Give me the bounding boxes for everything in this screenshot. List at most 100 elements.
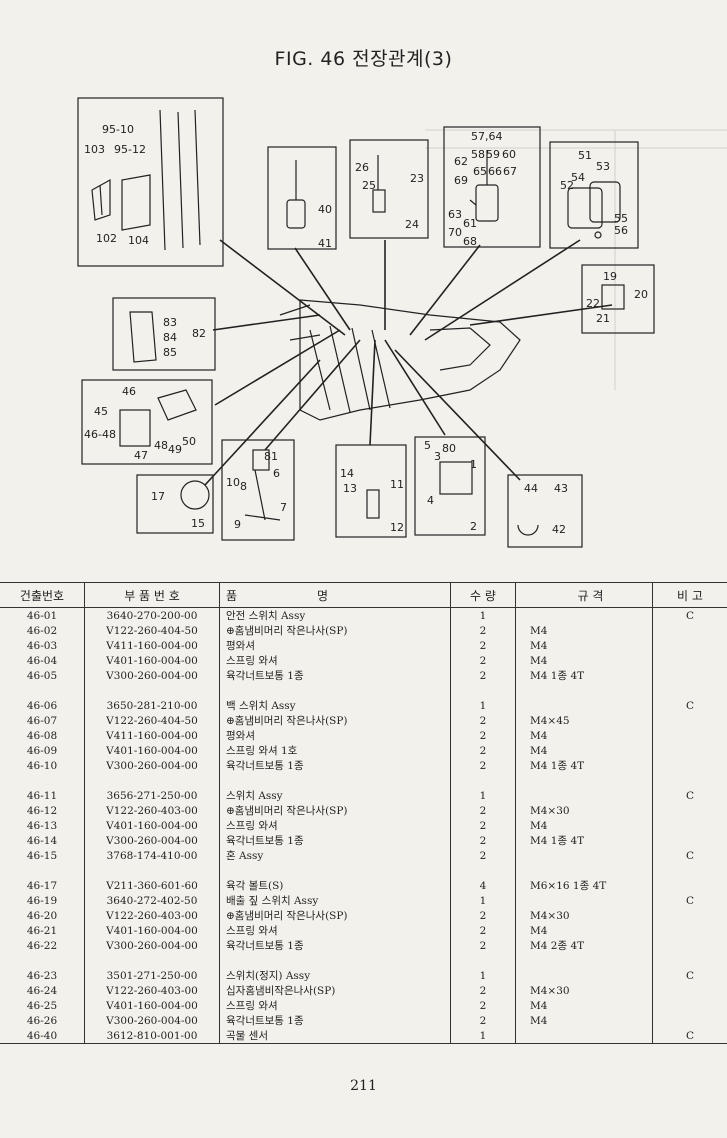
spacer-cell: [652, 863, 727, 878]
callout-label: 9: [234, 518, 241, 531]
inset-box-60: [443, 126, 541, 248]
cell-ref-no: 46-04: [26, 654, 58, 667]
group-spacer: [0, 863, 727, 878]
group-spacer: [0, 953, 727, 968]
cell-quantity: 2: [450, 833, 516, 848]
cell-note: [652, 728, 727, 743]
cell-part-name: ⊕홈냄비머리 작은나사(SP): [219, 908, 451, 923]
cell-spec: M4 2종 4T: [515, 938, 653, 953]
callout-label: 45: [94, 405, 108, 418]
cell-quantity: 2: [450, 1013, 516, 1028]
cell-part-number: 3612-810-001-00: [84, 1028, 220, 1044]
callout-label: 25: [362, 179, 376, 192]
page-number: 211: [350, 1078, 377, 1094]
callout-label: 7: [280, 501, 287, 514]
cell-part-number: V411-160-004-00: [84, 728, 220, 743]
cell-part-name: 곡물 센서: [219, 1028, 451, 1044]
figure-title: FIG. 46 전장관계(3): [274, 48, 453, 70]
cell-spec: [515, 607, 653, 623]
cell-spec: M4: [515, 818, 653, 833]
cell-part-name: 육각너트보통 1종: [219, 833, 451, 848]
cell-spec: [515, 893, 653, 908]
cell-quantity: 1: [450, 607, 516, 623]
cell-quantity: 2: [450, 923, 516, 938]
cell-part-name: 스프링 와셔: [219, 653, 451, 668]
cell-note: [652, 758, 727, 773]
callout-labels-inset-b: 40 41: [318, 203, 332, 250]
cell-note: [652, 833, 727, 848]
callout-label: 67: [503, 165, 517, 178]
callout-labels-inset-g: 83 84 85 82: [163, 316, 206, 359]
callout-label: 53: [596, 160, 610, 173]
cell-note: [652, 983, 727, 998]
cell-quantity: 2: [450, 803, 516, 818]
spacer-cell: [515, 953, 653, 968]
cell-ref-no: 46-07: [26, 714, 58, 727]
cell-part-number: V122-260-404-50: [84, 713, 220, 728]
cell-ref-no: 46-40: [0, 1028, 85, 1044]
callout-label: 52: [560, 179, 574, 192]
inset-box-23: [349, 139, 429, 239]
cell-part-number: V122-260-403-00: [84, 983, 220, 998]
callout-label: 81: [264, 450, 278, 463]
callout-label: 43: [554, 482, 568, 495]
callout-label: 70: [448, 226, 462, 239]
callout-labels-inset-m: 44 43 42: [524, 482, 568, 536]
cell-part-name: 스프링 와셔: [219, 818, 451, 833]
cell-quantity: 2: [450, 653, 516, 668]
callout-label: 13: [343, 482, 357, 495]
cell-spec: M4×30: [515, 908, 653, 923]
spacer-cell: [515, 683, 653, 698]
callout-label: 82: [192, 327, 206, 340]
spacer-cell: [652, 683, 727, 698]
callout-label: 12: [390, 521, 404, 534]
cell-part-number: V401-160-004-00: [84, 818, 220, 833]
cell-part-number: V300-260-004-00: [84, 668, 220, 683]
cell-part-number: V300-260-004-00: [84, 1013, 220, 1028]
cell-ref-no: 46-01: [26, 609, 58, 622]
cell-part-number: V211-360-601-60: [84, 878, 220, 893]
cell-spec: M4 1종 4T: [515, 668, 653, 683]
cell-spec: M4 1종 4T: [515, 758, 653, 773]
spacer-cell: [219, 863, 451, 878]
cell-part-number: V401-160-004-00: [84, 998, 220, 1013]
callout-label: 102: [96, 232, 117, 245]
cell-spec: M4: [515, 728, 653, 743]
cell-spec: M4: [515, 1013, 653, 1028]
spacer-cell: [84, 773, 220, 788]
callout-label: 50: [182, 435, 196, 448]
cell-quantity: 1: [450, 893, 516, 908]
cell-part-name: 스위치 Assy: [219, 788, 451, 803]
cell-part-number: V122-260-404-50: [84, 623, 220, 638]
cell-ref-no: 46-03: [26, 639, 58, 652]
cell-spec: M4: [515, 923, 653, 938]
callout-label: 58: [471, 148, 485, 161]
cell-quantity: 2: [450, 848, 516, 863]
callout-label: 40: [318, 203, 332, 216]
callout-labels-inset-h: 46 45 46-48 47 48 49 50: [84, 385, 196, 462]
spacer-cell: [219, 773, 451, 788]
callout-label: 48: [154, 439, 168, 452]
spacer-cell: [652, 773, 727, 788]
cell-part-name: 안전 스위치 Assy: [219, 607, 451, 623]
spacer-cell: [84, 953, 220, 968]
cell-part-number: V122-260-403-00: [84, 908, 220, 923]
callout-label: 51: [578, 149, 592, 162]
cell-spec: M4: [515, 638, 653, 653]
cell-quantity: 4: [450, 878, 516, 893]
cell-quantity: 2: [450, 713, 516, 728]
callout-label: 46-48: [84, 428, 116, 441]
cell-spec: [515, 968, 653, 983]
cell-part-name: ⊕홈냄비머리 작은나사(SP): [219, 713, 451, 728]
